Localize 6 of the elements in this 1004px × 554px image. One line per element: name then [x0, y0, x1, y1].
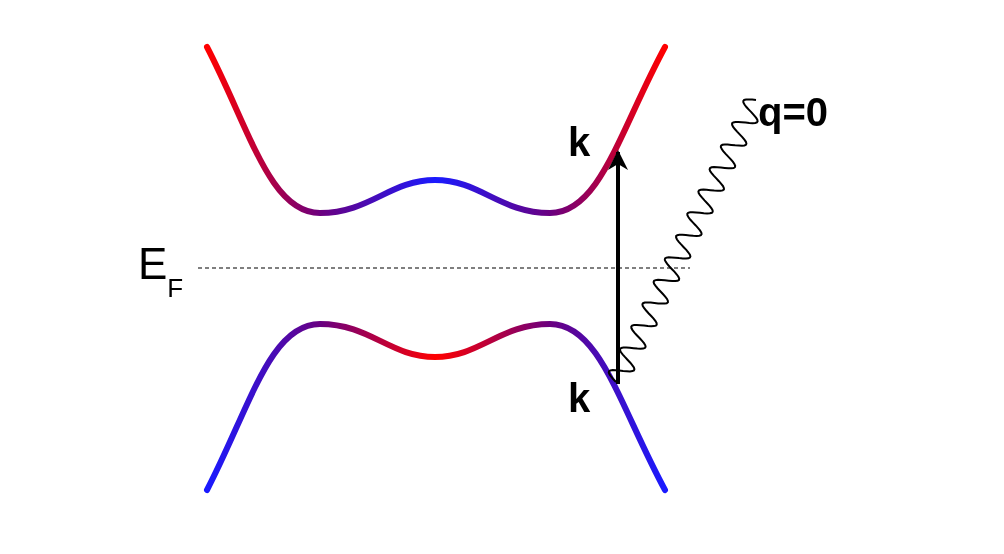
text-label: q=0	[758, 92, 829, 132]
wavy-line	[607, 98, 759, 383]
text-label: k	[568, 378, 591, 418]
energy-label: E$_{F}$	[138, 242, 184, 305]
arrow	[608, 150, 628, 384]
text-label: k	[568, 122, 591, 162]
